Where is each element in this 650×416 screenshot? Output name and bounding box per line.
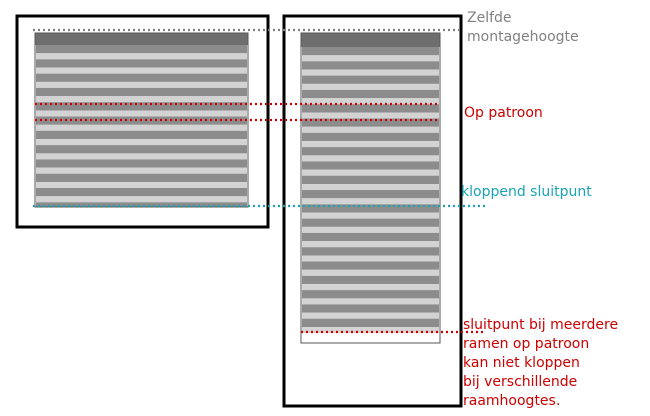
blind-tall-vane-light bbox=[302, 255, 439, 262]
blind-short-vane-light bbox=[36, 110, 247, 117]
blind-short-vane-light bbox=[36, 167, 247, 174]
blind-tall-vane-light bbox=[302, 269, 439, 276]
label-matching-closing-point: kloppend sluitpunt bbox=[461, 184, 592, 200]
blind-short-vane-light bbox=[36, 67, 247, 74]
blind-tall-vane-light bbox=[302, 155, 439, 162]
blind-tall-vane-dark bbox=[302, 275, 439, 285]
blind-short-vane-dark bbox=[36, 45, 247, 54]
blind-tall-vane-light bbox=[302, 169, 439, 176]
blind-tall-vane-dark bbox=[302, 318, 439, 327]
blind-short-headrail bbox=[35, 33, 248, 45]
blind-short-vane-dark bbox=[36, 188, 247, 197]
blind-tall-vane-light bbox=[302, 226, 439, 233]
blind-tall-vane-dark bbox=[302, 132, 439, 142]
blind-tall-vane-dark bbox=[302, 175, 439, 184]
blind-tall-vane-dark bbox=[302, 304, 439, 313]
blind-tall-vane-dark bbox=[302, 204, 439, 213]
blind-tall-vane-light bbox=[302, 327, 439, 333]
blind-tall-headrail bbox=[301, 33, 440, 47]
blind-tall-vane-dark bbox=[302, 261, 439, 270]
blind-tall-vane-dark bbox=[302, 218, 439, 227]
blind-tall-vane-light bbox=[302, 284, 439, 291]
blind-tall-vane-light bbox=[302, 198, 439, 205]
blind-short bbox=[34, 32, 249, 208]
blind-short-vane-dark bbox=[36, 59, 247, 68]
blind-tall-vane-light bbox=[302, 141, 439, 148]
blind-tall-vane-light bbox=[302, 184, 439, 190]
window-frame-tall bbox=[282, 14, 463, 408]
blind-tall-vane-light bbox=[302, 241, 439, 248]
label-same-mounting-height: Zelfde montagehoogte bbox=[467, 10, 579, 45]
blind-tall-vane-dark bbox=[302, 232, 439, 242]
blind-short-vane-dark bbox=[36, 159, 247, 168]
blind-tall-vane-dark bbox=[302, 147, 439, 156]
blind-tall-vane-light bbox=[302, 312, 439, 319]
blind-tall-stripes bbox=[302, 47, 439, 333]
label-closing-point-note: sluitpunt bij meerdere ramen op patroon … bbox=[463, 317, 619, 409]
window-frame-short bbox=[15, 14, 270, 229]
blind-short-vane-light bbox=[36, 153, 247, 160]
blind-tall-vane-light bbox=[302, 69, 439, 76]
blind-short-vane-light bbox=[36, 124, 247, 131]
blind-tall-vane-dark bbox=[302, 47, 439, 56]
blind-tall-vane-light bbox=[302, 126, 439, 133]
blind-tall-vane-dark bbox=[302, 161, 439, 170]
blind-tall bbox=[300, 32, 441, 344]
blind-tall-vane-dark bbox=[302, 118, 439, 127]
blind-short-vane-dark bbox=[36, 145, 247, 154]
blind-short-vane-light bbox=[36, 96, 247, 103]
blind-tall-vane-dark bbox=[302, 61, 439, 70]
blind-short-vane-light bbox=[36, 53, 247, 60]
blind-tall-vane-dark bbox=[302, 190, 439, 199]
blind-short-vane-dark bbox=[36, 73, 247, 82]
blind-short-vane-light bbox=[36, 81, 247, 88]
blind-tall-outline bbox=[300, 32, 441, 344]
blind-short-vane-dark bbox=[36, 173, 247, 182]
blind-short-vane-light bbox=[36, 139, 247, 146]
blind-tall-vane-dark bbox=[302, 247, 439, 256]
blind-tall-vane-light bbox=[302, 298, 439, 305]
blind-tall-vane-dark bbox=[302, 89, 439, 99]
blind-tall-vane-light bbox=[302, 212, 439, 219]
blind-short-vane-dark bbox=[36, 202, 247, 207]
blind-short-vane-dark bbox=[36, 130, 247, 140]
blind-tall-vane-light bbox=[302, 98, 439, 105]
blind-short-vane-dark bbox=[36, 87, 247, 97]
label-on-pattern: Op patroon bbox=[464, 105, 543, 121]
blind-short-vane-light bbox=[36, 182, 247, 188]
blind-tall-vane-light bbox=[302, 55, 439, 62]
blind-tall-vane-light bbox=[302, 112, 439, 119]
blind-short-vane-light bbox=[36, 196, 247, 203]
blind-short-stripes bbox=[36, 45, 247, 207]
blind-tall-vane-light bbox=[302, 83, 439, 90]
blind-tall-vane-dark bbox=[302, 75, 439, 84]
blind-tall-vane-dark bbox=[302, 104, 439, 113]
blind-tall-vane-dark bbox=[302, 290, 439, 299]
blind-short-vane-dark bbox=[36, 102, 247, 111]
